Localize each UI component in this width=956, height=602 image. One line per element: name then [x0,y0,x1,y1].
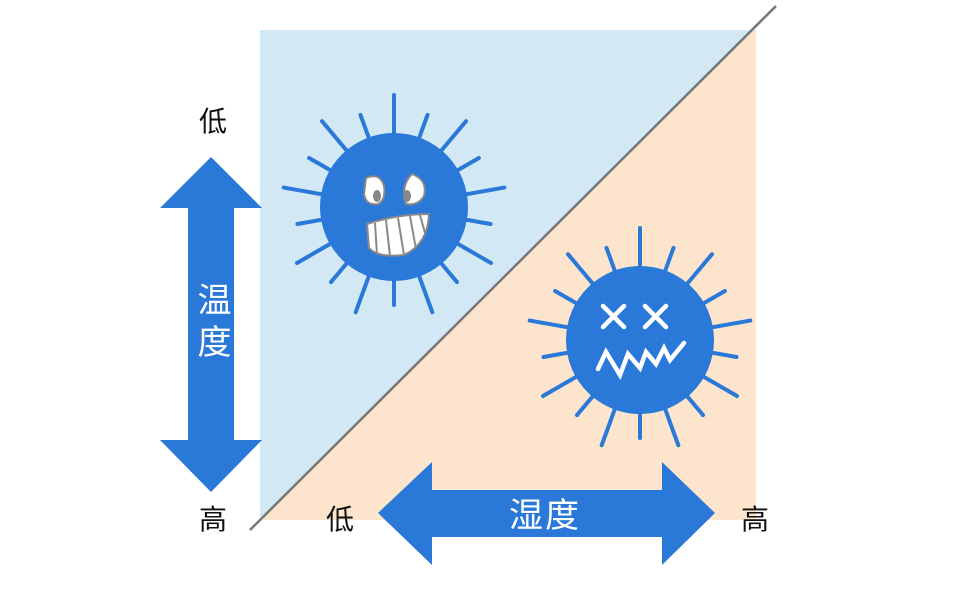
temperature-double-arrow [160,157,262,492]
temperature-low-label: 低 [198,105,228,138]
active-virus-icon [281,93,507,315]
humidity-axis-title: 湿度 [509,496,581,536]
humidity-high-label: 高 [740,503,770,536]
grin-mouth [365,212,431,257]
temperature-high-label: 高 [198,503,228,536]
temperature-axis-title: 温度 [191,282,231,366]
humidity-double-arrow [378,462,715,565]
inactive-virus-icon [527,226,753,448]
diagonal-line [249,5,777,531]
humidity-low-label: 低 [325,503,355,536]
